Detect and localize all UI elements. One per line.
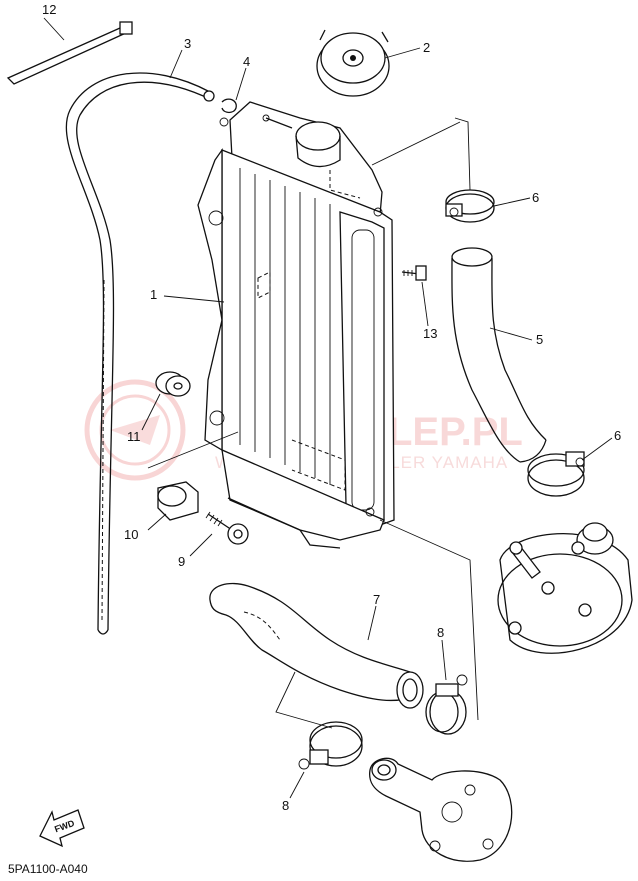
breather-tube-12 <box>6 21 133 85</box>
callout-11: 11 <box>127 429 141 444</box>
callout-9: 9 <box>178 554 185 569</box>
pump-housing <box>497 522 633 654</box>
callout-7: 7 <box>373 592 380 607</box>
callout-3: 3 <box>184 36 191 51</box>
callout-13: 13 <box>423 326 437 341</box>
callout-2: 2 <box>423 40 430 55</box>
callout-12: 12 <box>42 2 56 17</box>
leader-lines <box>43 17 613 799</box>
lower-hose-7 <box>209 582 424 709</box>
reference-lines <box>147 117 479 729</box>
callout-labels: 12 3 4 2 6 1 13 5 11 6 10 9 7 8 8 <box>42 2 621 813</box>
overflow-hose-3 <box>65 72 215 635</box>
hose-clip-4 <box>219 98 237 127</box>
callout-5: 5 <box>536 332 543 347</box>
callout-8-right: 8 <box>437 625 444 640</box>
diagram-code: 5PA1100-A040 <box>8 862 88 876</box>
grommet-11 <box>155 371 191 397</box>
callout-6-lower: 6 <box>614 428 621 443</box>
hose-clamp-6-lower <box>527 451 585 497</box>
callout-8-lower: 8 <box>282 798 289 813</box>
callout-4: 4 <box>243 54 250 69</box>
callout-1: 1 <box>150 287 157 302</box>
radiator-1 <box>197 101 395 549</box>
upper-hose-5 <box>451 247 547 463</box>
hose-clamp-6-top <box>445 189 495 223</box>
damper-10 <box>157 481 199 521</box>
fwd-arrow-icon: FWD <box>39 809 85 848</box>
radiator-cap-2 <box>316 29 390 97</box>
bolt-9 <box>205 511 249 545</box>
hose-clamp-8-lower <box>298 721 363 770</box>
water-pump-cover <box>368 757 513 862</box>
bolt-13 <box>401 265 427 281</box>
callout-10: 10 <box>124 527 138 542</box>
callout-6-top: 6 <box>532 190 539 205</box>
hose-clamp-8-right <box>425 674 468 735</box>
